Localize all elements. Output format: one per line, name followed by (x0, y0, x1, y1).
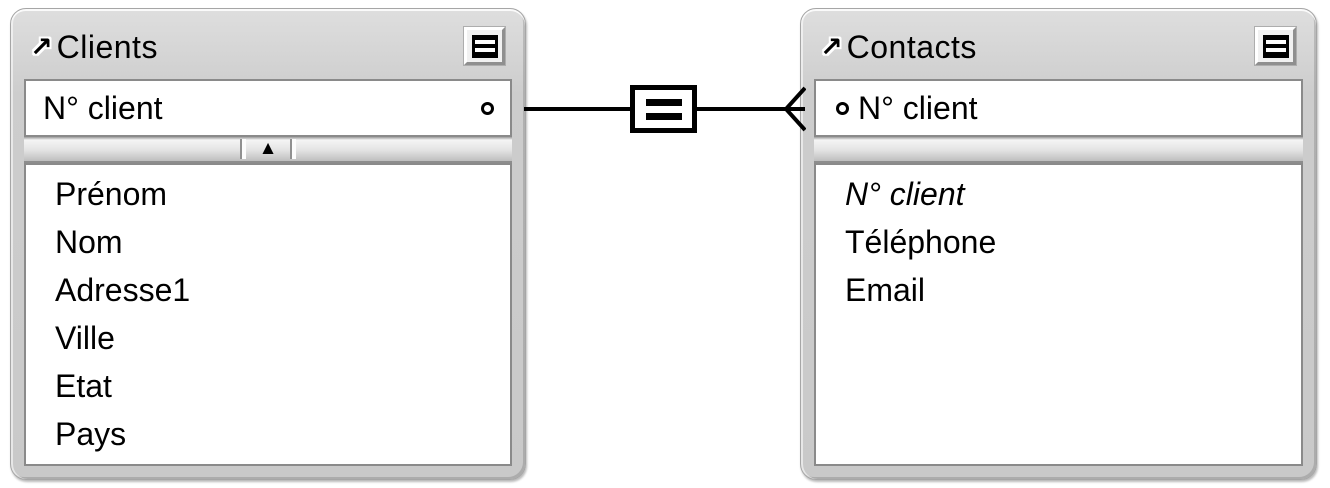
table-title: Clients (56, 28, 158, 65)
view-toggle-icon (471, 34, 498, 58)
relationship-line-left[interactable] (524, 107, 630, 111)
key-field-row[interactable]: N° client (24, 79, 512, 137)
field-list: N° client Téléphone Email (814, 163, 1303, 466)
field-row[interactable]: Ville (55, 320, 115, 356)
key-field-label: N° client (858, 89, 978, 126)
table-header[interactable]: ↗ Clients (24, 15, 512, 79)
field-row[interactable]: Etat (55, 368, 112, 404)
field-list: Prénom Nom Adresse1 Ville Etat Pays (24, 163, 512, 466)
table-clients[interactable]: ↗ Clients N° client ▲ Prénom Nom Adresse… (10, 8, 526, 480)
field-row-match-field[interactable]: N° client (845, 176, 965, 212)
key-field-row[interactable]: N° client (814, 79, 1303, 137)
relationship-line-right[interactable] (697, 107, 788, 111)
field-row[interactable]: Email (845, 272, 926, 308)
source-table-arrow-icon: ↗ (30, 31, 53, 62)
view-toggle-button[interactable] (464, 27, 505, 65)
collapse-bar[interactable]: ▲ (24, 137, 512, 163)
collapse-toggle-icon[interactable]: ▲ (258, 137, 278, 159)
field-row[interactable]: Téléphone (845, 224, 997, 260)
field-row[interactable]: Prénom (55, 176, 168, 212)
field-row[interactable]: Adresse1 (55, 272, 191, 308)
view-toggle-icon (1262, 34, 1289, 58)
table-contacts[interactable]: ↗ Contacts N° client N° client Téléphone… (800, 8, 1317, 480)
table-header[interactable]: ↗ Contacts (814, 15, 1303, 79)
groove-icon (290, 139, 297, 159)
connection-anchor-icon (481, 102, 494, 115)
collapse-bar[interactable] (814, 137, 1303, 163)
relationship-operator-box[interactable] (630, 85, 697, 133)
field-row[interactable]: Nom (55, 224, 123, 260)
groove-icon (239, 139, 246, 159)
connection-anchor-icon (836, 102, 849, 115)
key-field-label: N° client (43, 89, 163, 126)
field-row[interactable]: Pays (55, 416, 127, 452)
crows-foot-icon (785, 86, 806, 132)
source-table-arrow-icon: ↗ (820, 31, 843, 62)
view-toggle-button[interactable] (1255, 27, 1296, 65)
equals-operator-icon (645, 98, 682, 106)
table-title: Contacts (846, 28, 977, 65)
equals-operator-icon (645, 112, 682, 120)
